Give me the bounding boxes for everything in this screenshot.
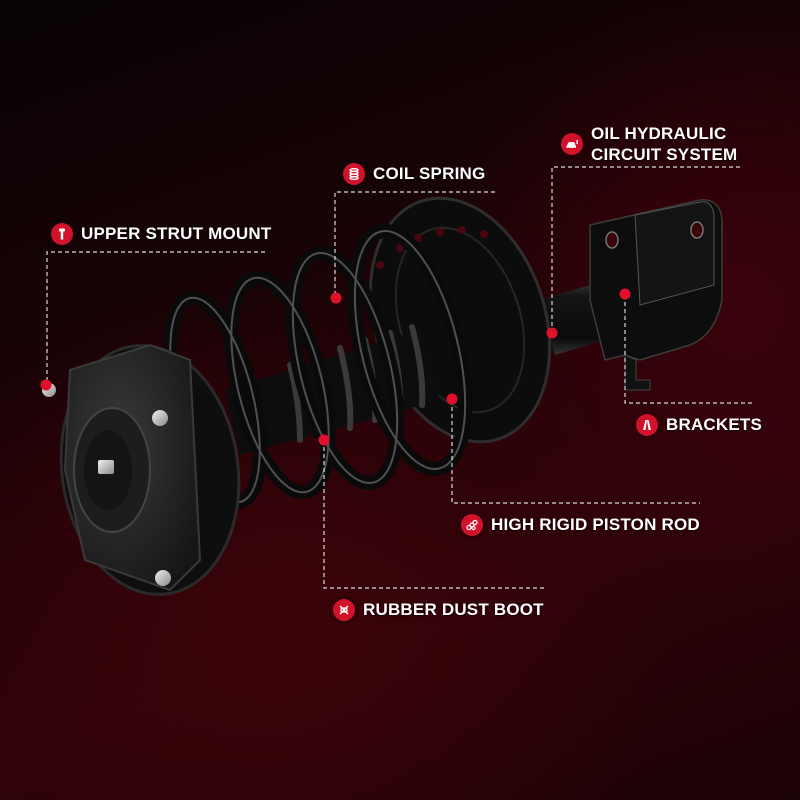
dot-dust-boot bbox=[318, 434, 330, 446]
callout-label: HIGH RIGID PISTON ROD bbox=[491, 515, 700, 534]
leader-oil-hydraulic bbox=[551, 166, 740, 332]
callout-label: BRACKETS bbox=[666, 415, 763, 434]
callout-oil-hydraulic: OIL HYDRAULIC CIRCUIT SYSTEM bbox=[561, 123, 737, 165]
dot-brackets bbox=[619, 288, 631, 300]
callout-label: COIL SPRING bbox=[373, 164, 486, 183]
leader-piston-rod bbox=[451, 400, 700, 504]
dot-coil-spring bbox=[330, 292, 342, 304]
car-oil-icon bbox=[561, 133, 583, 155]
leader-upper-strut-mount bbox=[46, 251, 265, 385]
callout-piston-rod: HIGH RIGID PISTON ROD bbox=[461, 514, 700, 536]
callout-brackets: BRACKETS bbox=[636, 414, 762, 436]
bolt-icon bbox=[51, 223, 73, 245]
callout-label: RUBBER DUST BOOT bbox=[363, 600, 544, 619]
callout-label: UPPER STRUT MOUNT bbox=[81, 224, 272, 243]
leader-dust-boot bbox=[323, 440, 545, 589]
bracket-part bbox=[589, 199, 723, 391]
rods-icon bbox=[461, 514, 483, 536]
callout-dust-boot: RUBBER DUST BOOT bbox=[333, 599, 544, 621]
callout-coil-spring: COIL SPRING bbox=[343, 163, 485, 185]
leader-brackets bbox=[624, 295, 755, 404]
bracket-icon bbox=[636, 414, 658, 436]
dot-piston-rod bbox=[446, 393, 458, 405]
boot-icon bbox=[333, 599, 355, 621]
leader-lines bbox=[46, 166, 755, 589]
callout-upper-strut-mount: UPPER STRUT MOUNT bbox=[51, 223, 271, 245]
callout-label: OIL HYDRAULIC CIRCUIT SYSTEM bbox=[591, 124, 738, 164]
marker-dots bbox=[40, 288, 631, 446]
upper-mount-part bbox=[42, 343, 241, 596]
dot-oil-hydraulic bbox=[546, 327, 558, 339]
spring-icon bbox=[343, 163, 365, 185]
dot-upper-strut-mount bbox=[40, 379, 52, 391]
